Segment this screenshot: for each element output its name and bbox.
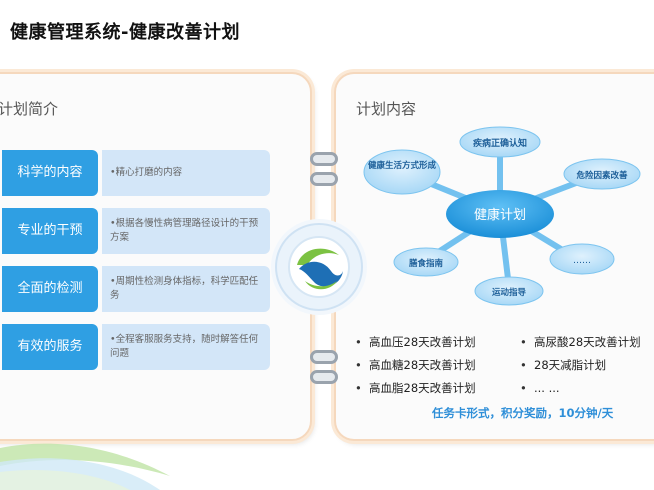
- mind-map-node-diet-guide: 膳食指南: [393, 247, 459, 277]
- intro-row-desc: •周期性检测身体指标，科学匹配任务: [102, 266, 270, 312]
- mind-map-node-label: ……: [573, 256, 591, 266]
- logo-badge: [275, 223, 363, 311]
- intro-row-label: 科学的内容: [2, 150, 98, 196]
- plan-list-item: 28天减脂计划: [520, 354, 641, 377]
- mind-map-node-label: 膳食指南: [408, 258, 444, 269]
- plan-list-item: 高尿酸28天改善计划: [520, 331, 641, 354]
- intro-row-desc: •全程客服服务支持，随时解答任何问题: [102, 324, 270, 370]
- binder-ring-icon: [310, 350, 338, 364]
- intro-row-label: 专业的干预: [2, 208, 98, 254]
- mind-map-node-lifestyle: 健康生活方式形成: [363, 149, 441, 195]
- mind-map-node-label: 健康生活方式形成: [368, 160, 436, 171]
- mind-map-node-exercise: 运动指导: [474, 276, 544, 306]
- plan-list-left: 高血压28天改善计划 高血糖28天改善计划 高血脂28天改善计划: [355, 331, 476, 400]
- binder-ring-icon: [310, 152, 338, 166]
- plan-list-item: 高血压28天改善计划: [355, 331, 476, 354]
- plan-intro-heading: 计划简介: [0, 100, 59, 118]
- intro-row-detection: 全面的检测 •周期性检测身体指标，科学匹配任务: [2, 266, 270, 312]
- plan-list-right: 高尿酸28天改善计划 28天减脂计划 ... ...: [520, 331, 641, 400]
- plan-tagline: 任务卡形式，积分奖励，10分钟/天: [432, 406, 614, 420]
- mind-map-node-disease-awareness: 疾病正确认知: [459, 126, 541, 158]
- intro-row-scientific: 科学的内容 •精心打磨的内容: [2, 150, 270, 196]
- binder-ring-icon: [310, 370, 338, 384]
- plan-list-item: 高血脂28天改善计划: [355, 377, 476, 400]
- intro-row-service: 有效的服务 •全程客服服务支持，随时解答任何问题: [2, 324, 270, 370]
- intro-row-desc: •精心打磨的内容: [102, 150, 270, 196]
- mind-map-center: [446, 190, 554, 238]
- mind-map-node-more: ……: [549, 243, 615, 275]
- intro-row-label: 有效的服务: [2, 324, 98, 370]
- plan-content-heading: 计划内容: [356, 100, 417, 118]
- binder-ring-icon: [310, 172, 338, 186]
- plan-list-item: ... ...: [520, 377, 641, 400]
- mind-map-node-label: 危险因素改善: [575, 170, 628, 181]
- health-plan-mind-map: 健康计划 疾病正确认知 健康生活方式形成 危险因素改善 膳食指南 …… 运动指导: [363, 126, 641, 306]
- mind-map-node-label: 运动指导: [492, 287, 527, 298]
- mind-map-center-label: 健康计划: [474, 207, 526, 223]
- intro-row-professional: 专业的干预 •根据各慢性病管理路径设计的干预方案: [2, 208, 270, 254]
- intro-row-desc: •根据各慢性病管理路径设计的干预方案: [102, 208, 270, 254]
- intro-row-label: 全面的检测: [2, 266, 98, 312]
- page-title: 健康管理系统-健康改善计划: [10, 22, 240, 43]
- plan-list-item: 高血糖28天改善计划: [355, 354, 476, 377]
- mind-map-node-label: 疾病正确认知: [473, 137, 527, 149]
- decorative-swoosh-icon: [0, 443, 170, 490]
- s-swoosh-logo-icon: [288, 236, 350, 298]
- plan-intro-panel: 计划简介 科学的内容 •精心打磨的内容 专业的干预 •根据各慢性病管理路径设计的…: [0, 72, 312, 441]
- mind-map-node-risk-factors: 危险因素改善: [563, 158, 641, 190]
